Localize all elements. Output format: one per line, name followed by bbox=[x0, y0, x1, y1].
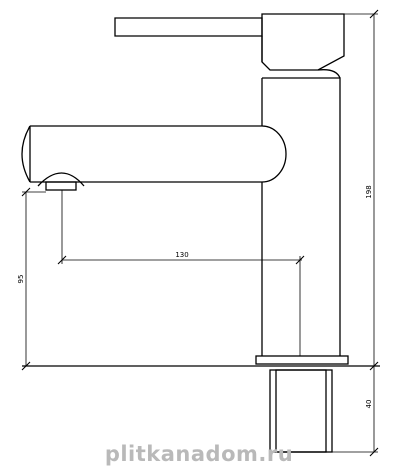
faucet-outline bbox=[21, 13, 380, 453]
dim-label-spout-height: 95 bbox=[17, 275, 25, 284]
spout bbox=[30, 125, 287, 183]
handle-cartridge bbox=[261, 13, 345, 71]
spout-tip bbox=[21, 125, 31, 183]
handle-lever bbox=[114, 17, 263, 37]
base-plate bbox=[255, 355, 349, 365]
mounting-shank bbox=[269, 369, 333, 453]
body-column bbox=[261, 77, 341, 356]
dim-label-body-height: 198 bbox=[365, 185, 373, 198]
collar-arc bbox=[317, 69, 341, 79]
aerator bbox=[37, 172, 85, 187]
mounting-shank-inner bbox=[275, 369, 327, 453]
dimension-lines bbox=[22, 13, 378, 453]
dimension-ticks bbox=[21, 9, 379, 457]
dim-label-spout-reach: 130 bbox=[175, 251, 188, 259]
aerator-outlet bbox=[45, 181, 77, 191]
dimension-labels: 130 95 198 40 bbox=[17, 185, 373, 408]
watermark: plitkanadom.ru bbox=[105, 442, 293, 466]
dim-label-base-height: 40 bbox=[365, 400, 373, 409]
